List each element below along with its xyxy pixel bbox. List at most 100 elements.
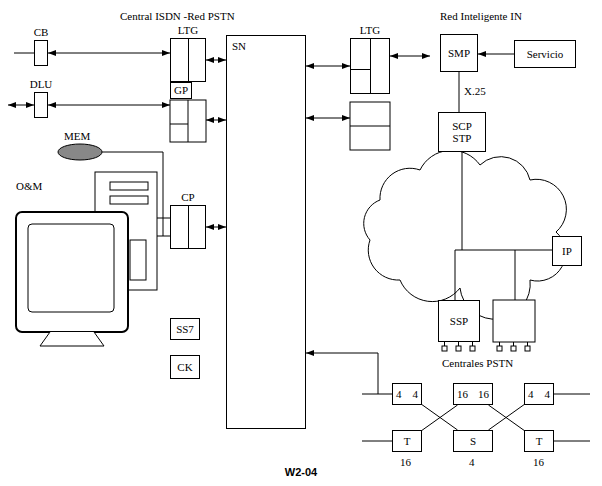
subscriber-line	[444, 342, 445, 346]
node-label: CB	[34, 26, 49, 38]
network-cloud	[364, 150, 567, 319]
drive-slot	[110, 182, 148, 190]
subscriber-symbol	[511, 346, 516, 351]
edge-label: X.25	[464, 85, 486, 97]
drive-slot	[130, 240, 146, 280]
node-box: LTG	[170, 38, 206, 82]
node-box: S	[453, 430, 493, 452]
diagram-caption: W2-04	[0, 466, 602, 478]
node-label: IP	[562, 245, 572, 257]
node-box: LTG	[350, 38, 390, 94]
monitor-stand	[40, 332, 104, 346]
drive-slot	[110, 196, 148, 204]
node-label: SMP	[448, 47, 470, 59]
subscriber-line	[458, 342, 459, 346]
text-label: 16	[400, 456, 411, 468]
node-box: DLU	[34, 92, 48, 118]
connector-line	[48, 53, 170, 54]
node-label: SN	[232, 40, 246, 52]
node-label: T	[404, 435, 411, 447]
text-label: 4	[469, 456, 475, 468]
node-box: CK	[170, 355, 200, 379]
line-wire	[362, 394, 392, 395]
line-wire	[163, 152, 164, 236]
node-box: 1616	[453, 383, 493, 405]
ltg-box	[350, 102, 390, 150]
line-wire	[455, 250, 456, 300]
line-wire	[554, 441, 590, 442]
subscriber-symbol	[497, 346, 502, 351]
line-wire	[14, 53, 34, 54]
node-label: CK	[177, 361, 192, 373]
subscriber-line	[472, 342, 473, 346]
disk-symbol	[58, 144, 102, 160]
node-label: 4	[396, 388, 402, 400]
connector-line	[478, 54, 514, 55]
subscriber-line	[527, 342, 528, 346]
text-label: 16	[533, 456, 544, 468]
node-box: GP	[170, 82, 192, 99]
divider	[370, 39, 371, 93]
subscriber-symbol	[470, 346, 475, 351]
ltg-box	[170, 100, 206, 142]
node-label: GP	[174, 84, 188, 96]
line-wire	[554, 394, 590, 395]
text-label: MEM	[64, 130, 90, 142]
line-wire	[378, 353, 379, 394]
node-box: 44	[524, 383, 554, 405]
node-label: 16	[478, 388, 489, 400]
divider	[188, 206, 189, 248]
computer-monitor	[16, 212, 128, 332]
divider	[350, 126, 390, 127]
divider	[188, 39, 189, 81]
connector-line	[459, 72, 460, 112]
line-arrow	[306, 353, 378, 354]
subscriber-group	[442, 342, 530, 351]
line-wire	[48, 105, 170, 106]
line-wire	[206, 120, 226, 121]
divider	[170, 124, 188, 125]
node-label: 16	[457, 388, 468, 400]
subscriber-symbol	[525, 346, 530, 351]
divider	[351, 69, 370, 70]
line-wire	[462, 152, 463, 250]
node-label: Servicio	[527, 48, 564, 60]
line-wire	[390, 56, 430, 57]
connector-line	[422, 405, 458, 430]
subscriber-line	[513, 342, 514, 346]
node-label: T	[536, 435, 543, 447]
connector-line	[488, 405, 524, 430]
line-wire	[455, 250, 552, 251]
node-box: 44	[392, 383, 422, 405]
node-box: T	[392, 430, 422, 452]
line-wire	[306, 118, 350, 119]
connector-line	[306, 66, 350, 67]
text-label: Centrales PSTN	[442, 357, 513, 369]
node-label: LTG	[360, 24, 380, 36]
node-label: SSP	[450, 315, 468, 327]
connector-line	[206, 227, 226, 228]
node-label: SCP STP	[442, 120, 482, 144]
connector-line	[422, 405, 458, 430]
node-box: SN	[226, 35, 306, 429]
exchange-box	[493, 300, 535, 342]
node-label: CP	[181, 191, 194, 203]
divider	[188, 100, 189, 142]
node-box: SS7	[170, 318, 200, 340]
node-label: DLU	[30, 78, 53, 90]
node-label: SS7	[176, 323, 194, 335]
node-box: SMP	[440, 34, 478, 72]
node-box: T	[524, 430, 554, 452]
node-label: 4	[413, 388, 419, 400]
text-label: Red Inteligente IN	[440, 10, 522, 22]
node-box: CP	[170, 205, 206, 249]
node-box: Servicio	[514, 40, 576, 68]
subscriber-line	[499, 342, 500, 346]
node-box: CB	[34, 40, 48, 66]
node-box: IP	[552, 236, 582, 266]
node-box: SCP STP	[438, 112, 486, 152]
connector-line	[206, 60, 226, 61]
line-wire	[515, 250, 516, 300]
node-box: SSP	[438, 300, 480, 342]
